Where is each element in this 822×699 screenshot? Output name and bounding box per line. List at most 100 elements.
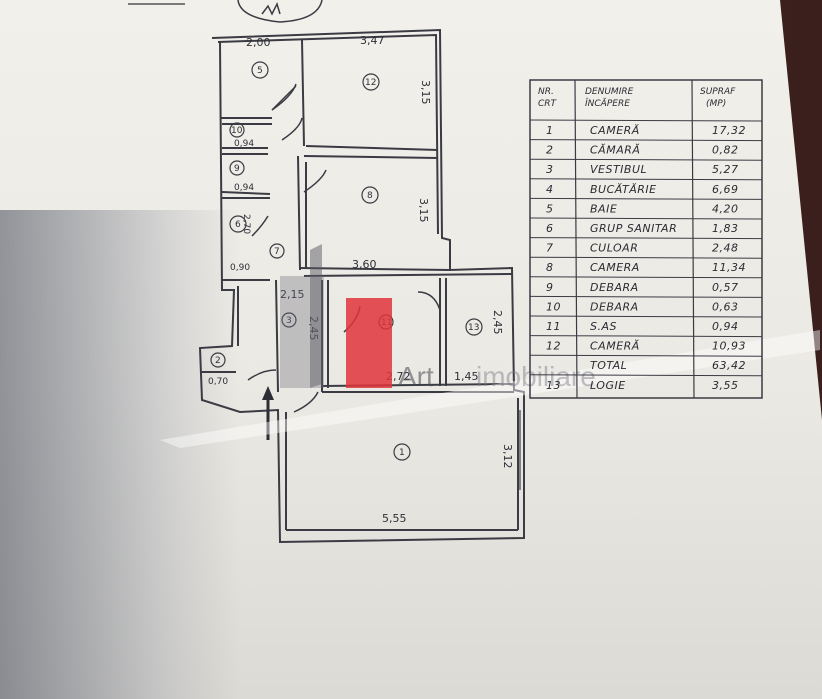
table-cell-nr: 5 [546, 202, 554, 215]
table-row-line [529, 354, 763, 357]
svg-text:10: 10 [231, 126, 243, 136]
dim-label: 3,15 [417, 198, 430, 223]
table-row-line [529, 315, 763, 318]
table-cell-area: 1,83 [712, 222, 739, 235]
table-cell-area: 63,42 [712, 359, 746, 372]
table-cell-area: 6,69 [712, 183, 739, 196]
table-cell-nr: 12 [546, 340, 561, 353]
watermark-brand: Art [398, 361, 434, 392]
dim-label: 2,15 [280, 288, 305, 301]
table-cell-name: CAMERĂ [590, 340, 640, 353]
dim-label: 3,15 [419, 80, 432, 105]
table-cell-name: GRUP SANITAR [590, 222, 677, 235]
table-row-line [529, 256, 763, 259]
svg-text:5: 5 [257, 66, 263, 76]
table-cell-nr: 13 [546, 379, 561, 392]
table-header-name: DENUMIRE [585, 87, 634, 97]
dim-label: 2,45 [491, 310, 504, 335]
table-cell-area: 2,48 [712, 242, 739, 255]
table-cell-area: 4,20 [712, 202, 739, 215]
table-cell-name: CULOAR [590, 242, 638, 255]
table-cell-name: CĂMARĂ [590, 144, 640, 157]
dim-label: 3,12 [501, 444, 514, 469]
dim-label: 1,45 [454, 370, 479, 383]
room-marker: 6 [229, 215, 247, 233]
dim-label: 0,94 [234, 183, 254, 193]
dim-label: 0,90 [230, 263, 250, 273]
svg-text:1: 1 [399, 448, 405, 458]
table-header-area: SUPRAF [700, 87, 736, 97]
room-marker: 1 [393, 443, 411, 461]
table-row-line [529, 374, 763, 377]
table-cell-area: 11,34 [712, 261, 746, 274]
table-cell-nr: 6 [546, 222, 554, 235]
table-cell-name: LOGIE [590, 379, 626, 392]
svg-text:7: 7 [274, 247, 280, 257]
svg-text:CRT: CRT [538, 99, 558, 109]
table-row-line [529, 335, 763, 338]
table-cell-area: 0,82 [712, 144, 739, 157]
room-marker: 13 [465, 318, 483, 336]
table-cell-area: 0,57 [712, 281, 739, 294]
svg-text:8: 8 [367, 191, 373, 201]
table-row-line [529, 139, 763, 142]
table-row-line [529, 237, 763, 240]
table-cell-nr: 8 [546, 261, 554, 274]
room-marker: 12 [362, 73, 380, 91]
svg-text:12: 12 [365, 78, 376, 88]
table-row-line [529, 295, 763, 298]
svg-text:ÎNCĂPERE: ÎNCĂPERE [585, 97, 630, 109]
svg-text:2: 2 [215, 356, 221, 366]
room-marker: 3 [281, 312, 297, 328]
dim-label: 0,94 [234, 139, 254, 149]
table-cell-nr: 2 [546, 144, 554, 157]
table-cell-name: BUCĂTĂRIE [590, 183, 657, 196]
table-cell-area: 17,32 [712, 124, 746, 137]
dim-label: 0,70 [208, 377, 228, 387]
table-row-line [529, 158, 763, 161]
table-cell-area: 10,93 [712, 340, 746, 353]
room-marker: 8 [361, 186, 379, 204]
dim-label: 2,72 [386, 370, 411, 383]
room-marker: 2 [210, 352, 226, 368]
svg-text:6: 6 [235, 220, 241, 230]
table-cell-nr: 10 [546, 300, 561, 313]
table-cell-name: TOTAL [590, 359, 627, 372]
watermark: Art imobiliare [160, 244, 820, 448]
table-cell-name: DEBARA [590, 300, 639, 313]
walls [198, 28, 525, 544]
dimension-labels: 2,00 3,47 3,60 3,15 3,15 2,15 2,45 2,72 … [208, 34, 514, 525]
table-cell-area: 5,27 [712, 163, 739, 176]
entry-arrow [262, 386, 274, 440]
dim-label: 2,00 [246, 36, 271, 49]
table-cell-area: 3,55 [712, 379, 739, 392]
table-cell-nr: 9 [546, 281, 554, 294]
dim-label: 3,60 [352, 258, 377, 271]
room-marker: 7 [269, 243, 285, 259]
room-marker: 10 [229, 122, 245, 138]
table-cell-name: DEBARA [590, 281, 639, 294]
table-cell-area: 0,94 [712, 320, 739, 333]
table-cell-name: S.AS [590, 320, 617, 333]
table-cell-nr: 1 [546, 124, 554, 137]
table-cell-nr: 11 [546, 320, 561, 333]
table-row-line [529, 178, 763, 181]
dim-label: 3,47 [360, 34, 385, 47]
table-cell-nr: 3 [546, 163, 554, 176]
svg-text:3: 3 [286, 316, 292, 326]
table-row-line [529, 217, 763, 220]
table-header-nr: NR. [538, 87, 554, 97]
svg-text:9: 9 [234, 164, 240, 174]
svg-text:(MP): (MP) [706, 99, 726, 109]
table-cell-name: CAMERĂ [590, 124, 640, 137]
room-marker: 5 [251, 61, 269, 79]
table-row-line [529, 276, 763, 279]
table-cell-nr: 4 [546, 183, 554, 196]
dim-label: 5,55 [382, 512, 407, 525]
window [519, 410, 525, 490]
stamp [237, 0, 323, 23]
table-cell-name: VESTIBUL [590, 163, 647, 176]
room-marker: 9 [229, 160, 245, 176]
